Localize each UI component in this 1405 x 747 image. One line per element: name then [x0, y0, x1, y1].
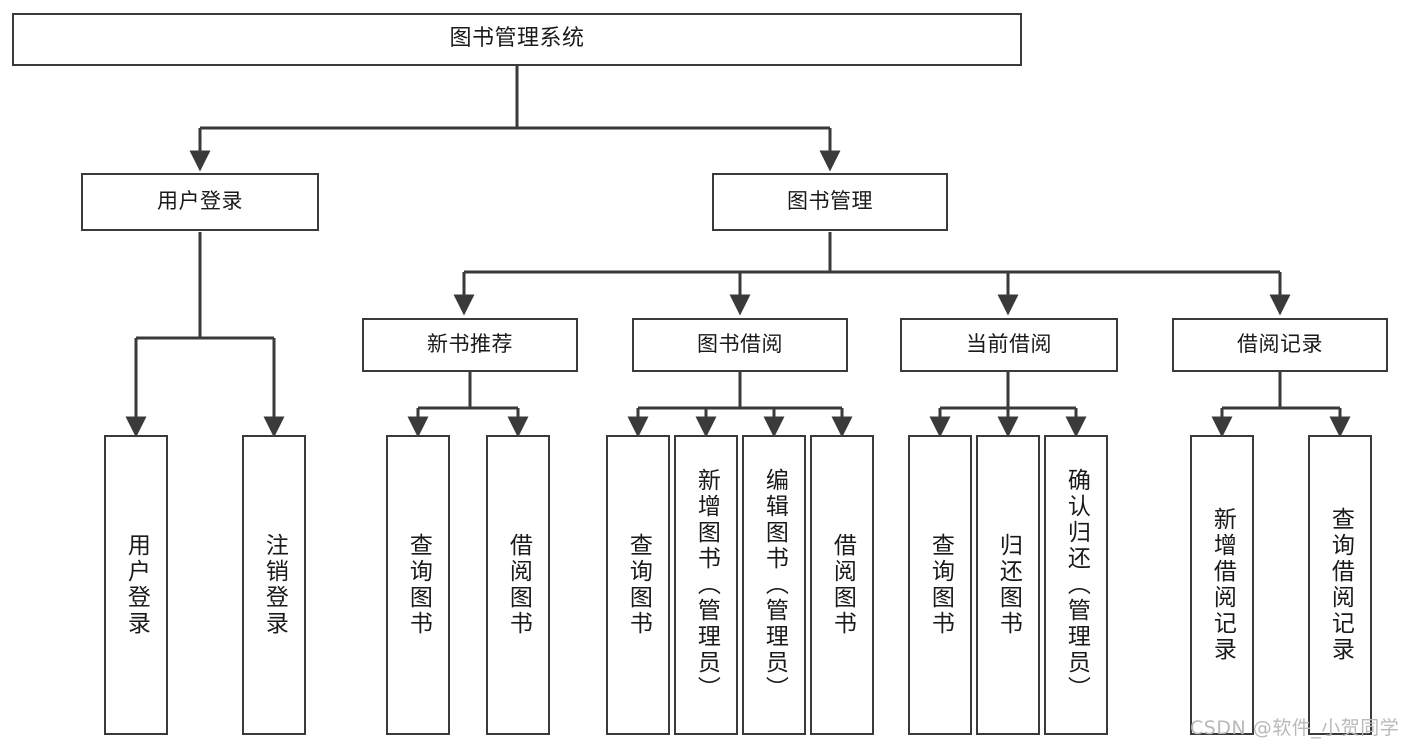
node-leaf-add-book-admin[interactable]: 新增图书（管理员） — [674, 435, 738, 735]
node-leaf-logout[interactable]: 注销登录 — [242, 435, 306, 735]
node-borrow-record-label: 借阅记录 — [1237, 332, 1323, 357]
node-root-book-management-system[interactable]: 图书管理系统 — [12, 13, 1022, 66]
node-leaf-add-borrow-record-label: 新增借阅记录 — [1209, 507, 1236, 663]
node-book-borrow-label: 图书借阅 — [697, 332, 783, 357]
node-leaf-edit-book-admin-label: 编辑图书（管理员） — [761, 468, 788, 702]
node-leaf-borrow-book-recommend[interactable]: 借阅图书 — [486, 435, 550, 735]
node-current-borrow-label: 当前借阅 — [966, 332, 1052, 357]
node-new-book-recommend-label: 新书推荐 — [427, 332, 513, 357]
node-leaf-borrow-book[interactable]: 借阅图书 — [810, 435, 874, 735]
node-leaf-query-borrow-record-label: 查询借阅记录 — [1327, 507, 1354, 663]
node-new-book-recommend[interactable]: 新书推荐 — [362, 318, 578, 372]
node-leaf-user-login-label: 用户登录 — [123, 533, 150, 637]
node-leaf-confirm-return-admin-label: 确认归还（管理员） — [1063, 468, 1090, 702]
node-leaf-borrow-book-recommend-label: 借阅图书 — [505, 533, 532, 637]
node-leaf-logout-label: 注销登录 — [261, 533, 288, 637]
node-borrow-record[interactable]: 借阅记录 — [1172, 318, 1388, 372]
node-user-login[interactable]: 用户登录 — [81, 173, 319, 231]
watermark: CSDN @软件_小贺同学 — [1190, 717, 1400, 739]
node-current-borrow[interactable]: 当前借阅 — [900, 318, 1118, 372]
node-book-borrow[interactable]: 图书借阅 — [632, 318, 848, 372]
node-leaf-query-book-current-label: 查询图书 — [927, 533, 954, 637]
node-leaf-borrow-book-label: 借阅图书 — [829, 533, 856, 637]
node-root-label: 图书管理系统 — [449, 26, 585, 52]
node-user-login-label: 用户登录 — [157, 189, 243, 214]
node-leaf-add-borrow-record[interactable]: 新增借阅记录 — [1190, 435, 1254, 735]
node-leaf-return-book-label: 归还图书 — [995, 533, 1022, 637]
node-leaf-query-book-borrow-label: 查询图书 — [625, 533, 652, 637]
node-leaf-edit-book-admin[interactable]: 编辑图书（管理员） — [742, 435, 806, 735]
node-book-management[interactable]: 图书管理 — [712, 173, 948, 231]
node-leaf-user-login[interactable]: 用户登录 — [104, 435, 168, 735]
node-leaf-confirm-return-admin[interactable]: 确认归还（管理员） — [1044, 435, 1108, 735]
node-book-management-label: 图书管理 — [787, 189, 873, 214]
node-leaf-query-book-current[interactable]: 查询图书 — [908, 435, 972, 735]
node-leaf-query-book-recommend-label: 查询图书 — [405, 533, 432, 637]
node-leaf-query-book-borrow[interactable]: 查询图书 — [606, 435, 670, 735]
node-leaf-add-book-admin-label: 新增图书（管理员） — [693, 468, 720, 702]
node-leaf-query-borrow-record[interactable]: 查询借阅记录 — [1308, 435, 1372, 735]
node-leaf-query-book-recommend[interactable]: 查询图书 — [386, 435, 450, 735]
node-leaf-return-book[interactable]: 归还图书 — [976, 435, 1040, 735]
